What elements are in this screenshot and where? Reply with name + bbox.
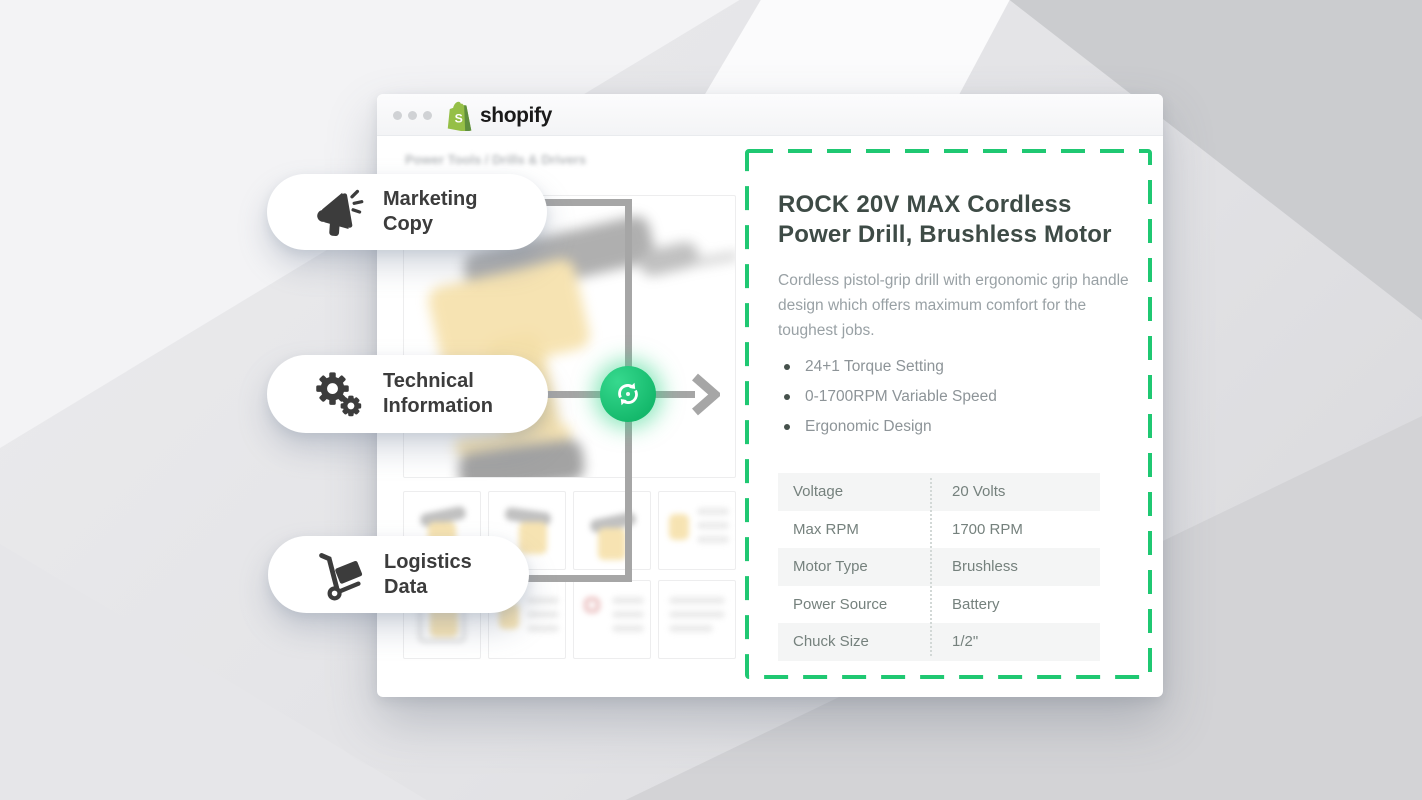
spec-value: 1700 RPM	[952, 520, 1023, 538]
callout-label-line1: Logistics	[384, 550, 472, 573]
callout-label: Logistics Data	[384, 550, 472, 600]
spec-row-voltage: Voltage 20 Volts	[778, 473, 1100, 511]
thumbnail-4[interactable]	[658, 491, 736, 570]
callout-label-line2: Copy	[383, 213, 433, 235]
arrow-right-icon	[692, 373, 720, 416]
spec-table: Voltage 20 Volts Max RPM 1700 RPM Motor …	[778, 473, 1100, 661]
callout-label-line1: Marketing	[383, 188, 478, 210]
callout-label-line2: Information	[383, 395, 493, 417]
spec-label: Power Source	[793, 595, 888, 613]
shopify-logo: S shopify	[447, 100, 552, 131]
connector-top	[490, 199, 632, 206]
callout-label-line1: Technical	[383, 370, 474, 392]
spec-label: Max RPM	[793, 520, 859, 538]
thumbnail-gallery	[403, 491, 736, 659]
product-title-line2: Power Drill, Brushless Motor	[778, 221, 1112, 248]
megaphone-icon	[317, 189, 364, 236]
feature-item: Ergonomic Design	[781, 412, 997, 442]
spec-row-power-source: Power Source Battery	[778, 586, 1100, 624]
handtruck-icon	[319, 552, 363, 600]
spec-row-max-rpm: Max RPM 1700 RPM	[778, 511, 1100, 549]
spec-row-chuck-size: Chuck Size 1/2"	[778, 623, 1100, 661]
spec-value: Brushless	[952, 558, 1018, 576]
callout-label-line2: Data	[384, 575, 428, 598]
svg-text:S: S	[455, 111, 463, 125]
callout-label: Technical Information	[383, 369, 493, 419]
spec-value: 20 Volts	[952, 483, 1006, 501]
browser-titlebar: S shopify	[377, 94, 1163, 136]
connector-bottom	[490, 575, 632, 582]
product-title-line1: ROCK 20V MAX Cordless	[778, 191, 1072, 218]
sync-icon	[618, 382, 638, 406]
spec-row-motor-type: Motor Type Brushless	[778, 548, 1100, 586]
breadcrumb: Power Tools / Drills & Drivers	[405, 152, 587, 167]
gears-icon	[316, 372, 362, 417]
thumbnail-6[interactable]	[488, 580, 566, 659]
window-control-minimize[interactable]	[408, 111, 417, 120]
shopify-bag-icon: S	[447, 101, 472, 131]
callout-technical-information: Technical Information	[267, 355, 548, 433]
sync-hub	[600, 366, 656, 422]
product-title: ROCK 20V MAX Cordless Power Drill, Brush…	[778, 190, 1150, 250]
callout-marketing-copy: Marketing Copy	[267, 174, 547, 250]
product-description: Cordless pistol-grip drill with ergonomi…	[778, 272, 1129, 339]
thumbnail-3[interactable]	[573, 491, 651, 570]
feature-item: 0-1700RPM Variable Speed	[781, 382, 997, 412]
spec-value: 1/2"	[952, 633, 979, 651]
spec-column-divider	[930, 478, 932, 656]
feature-item: 24+1 Torque Setting	[781, 352, 997, 382]
product-feature-list: 24+1 Torque Setting 0-1700RPM Variable S…	[781, 352, 997, 442]
spec-label: Chuck Size	[793, 633, 869, 651]
window-control-close[interactable]	[393, 111, 402, 120]
window-control-zoom[interactable]	[423, 111, 432, 120]
spec-value: Battery	[952, 595, 1000, 613]
shopify-wordmark: shopify	[480, 103, 552, 127]
callout-logistics-data: Logistics Data	[268, 536, 529, 613]
spec-label: Motor Type	[793, 558, 868, 576]
spec-label: Voltage	[793, 483, 844, 501]
thumbnail-7[interactable]	[573, 580, 651, 659]
thumbnail-8[interactable]	[658, 580, 736, 659]
callout-label: Marketing Copy	[383, 187, 477, 237]
